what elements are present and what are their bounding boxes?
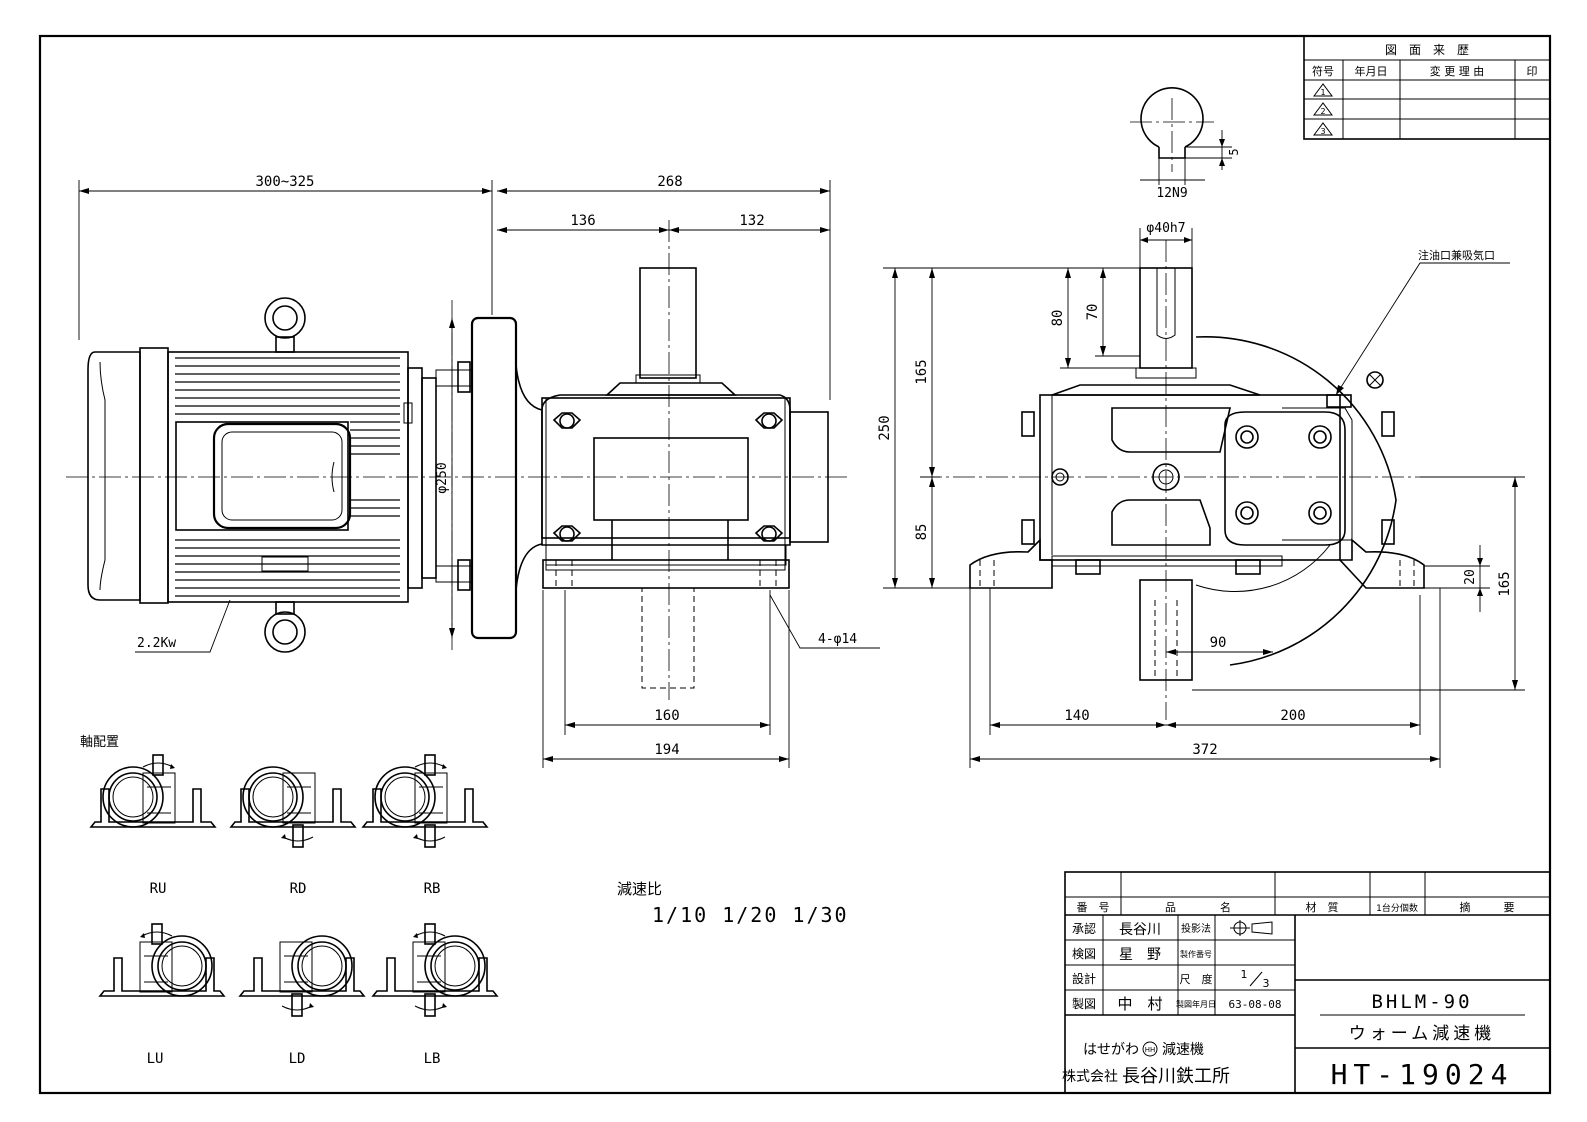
front-view: 300~325 268 136 132 φ250 2.2Kw 4-φ14 160… (66, 174, 880, 768)
tb-mfg-no-label: 製作番号 (1180, 949, 1212, 959)
revision-block: 図 面 来 歴 符号 年月日 変 更 理 由 印 1 2 3 (1303, 35, 1551, 140)
revision-row-2: 2 (1320, 107, 1325, 116)
tb-brand: はせがわ (1083, 1042, 1139, 1058)
config-rb (362, 754, 488, 848)
revision-header-reason: 変 更 理 由 (1430, 64, 1485, 78)
tb-design-label: 設計 (1072, 971, 1096, 986)
config-rd (230, 766, 356, 848)
revision-header-seal: 印 (1527, 65, 1538, 78)
sheet-frame (38, 34, 1552, 1095)
dim-left-center: 136 (570, 213, 595, 229)
title-block: 番 号 品 名 材 質 1台分個数 摘 要 承認 長谷川 投影法 検図 星 野 … (1062, 871, 1551, 1094)
projection-symbol-icon (1230, 920, 1273, 936)
terminal-box (175, 421, 349, 531)
tb-company: 株式会社 (1062, 1069, 1118, 1085)
revision-triangle-icon (1313, 102, 1333, 116)
motor-power-label: 2.2Kw (137, 636, 176, 651)
tb-projection-label: 投影法 (1181, 922, 1211, 935)
tb-drawn-label: 製図 (1072, 997, 1096, 1011)
tb-drawing-no: HT-19024 (1331, 1058, 1514, 1091)
eye-bolt-top (264, 297, 306, 353)
tb-scale-num: 1 (1241, 968, 1248, 981)
config-label-rd: RD (290, 881, 307, 897)
dim-right-165: 165 (1497, 571, 1513, 596)
output-shaft (639, 267, 697, 379)
dim-flange-dia: φ250 (435, 462, 450, 493)
revision-row-3: 3 (1320, 127, 1325, 136)
tb-name-label: 品 名 (1165, 900, 1231, 914)
revision-title: 図 面 来 歴 (1385, 43, 1469, 57)
dim-offset-90: 90 (1210, 635, 1227, 651)
tb-date-label: 製図年月日 (1176, 999, 1216, 1009)
flange (470, 316, 518, 640)
tb-checked-label: 検図 (1072, 947, 1096, 961)
config-ru (90, 754, 216, 828)
side-housing (1039, 394, 1341, 561)
dim-base-outer: 194 (654, 742, 679, 758)
tb-material-label: 材 質 (1306, 900, 1339, 914)
revision-header-date: 年月日 (1355, 64, 1388, 78)
revision-header-mark: 符号 (1312, 65, 1334, 78)
gearbox-body (541, 394, 791, 546)
tb-company-name: 長谷川鉄工所 (1122, 1066, 1230, 1087)
tb-qty-label: 1台分個数 (1376, 902, 1418, 914)
config-lu (99, 923, 225, 997)
dim-base-inner: 160 (654, 708, 679, 724)
oil-port-label: 注油口兼吸気口 (1418, 248, 1495, 262)
dim-side-140: 140 (1064, 708, 1089, 724)
tb-no-label: 番 号 (1077, 901, 1110, 914)
dim-shaft-80: 80 (1050, 310, 1066, 327)
config-ld (239, 935, 365, 1017)
brand-logo-icon: HH (1142, 1041, 1158, 1057)
tb-brand-tag: 減速機 (1162, 1041, 1204, 1058)
tb-scale-den: 3 (1263, 977, 1270, 990)
config-label-lb: LB (424, 1051, 441, 1067)
dim-gearbox-length: 268 (657, 174, 682, 190)
worm-wheel-outline (1195, 335, 1397, 666)
dim-center-85: 85 (914, 524, 930, 541)
dim-height-250: 250 (877, 415, 893, 440)
shaft-config-title: 軸配置 (80, 735, 119, 750)
tb-approved-name: 長谷川 (1119, 922, 1161, 938)
dim-center-right: 132 (739, 213, 764, 229)
tb-checked-name: 星 野 (1119, 947, 1161, 963)
bolt-holes-label: 4-φ14 (818, 632, 857, 647)
dim-shaft-70: 70 (1085, 304, 1101, 321)
ratio-title: 減速比 (617, 880, 662, 898)
dim-motor-length: 300~325 (255, 174, 314, 190)
tb-drawn-name: 中 村 (1117, 995, 1162, 1013)
eye-bolt-bottom (264, 601, 306, 653)
dim-key-depth: 5 (1227, 148, 1241, 155)
key-detail: 5 12N9 (1130, 87, 1241, 201)
revision-triangle-icon (1313, 122, 1333, 136)
config-label-lu: LU (147, 1051, 164, 1067)
dim-side-372: 372 (1192, 742, 1217, 758)
dim-right-20: 20 (1463, 569, 1478, 585)
dim-shaft-dia: φ40h7 (1146, 221, 1185, 236)
config-label-ru: RU (150, 881, 167, 897)
motor-fan-cover (87, 351, 141, 601)
dim-key-width: 12N9 (1156, 186, 1187, 201)
brand-mark: HH (1145, 1046, 1156, 1054)
tb-product-code: BHLM-90 (1371, 991, 1472, 1013)
tb-product-name: ウォーム減速機 (1349, 1024, 1496, 1044)
config-lb (372, 923, 498, 1017)
dim-side-200: 200 (1280, 708, 1305, 724)
revision-row-1: 1 (1320, 88, 1325, 97)
revision-triangle-icon (1313, 83, 1333, 97)
tb-approved-label: 承認 (1072, 921, 1096, 936)
config-label-rb: RB (424, 881, 441, 897)
tb-scale-label: 尺 度 (1180, 972, 1213, 986)
gearbox-base (542, 559, 790, 589)
config-label-ld: LD (289, 1051, 306, 1067)
ratio-values: 1/10 1/20 1/30 (652, 903, 849, 927)
dim-height-165: 165 (914, 359, 930, 384)
side-view: 250 165 85 80 70 φ40h7 注油口兼吸気口 20 165 (877, 221, 1525, 768)
tb-date: 63-08-08 (1229, 998, 1282, 1011)
tb-remarks-label: 摘 要 (1460, 900, 1515, 914)
